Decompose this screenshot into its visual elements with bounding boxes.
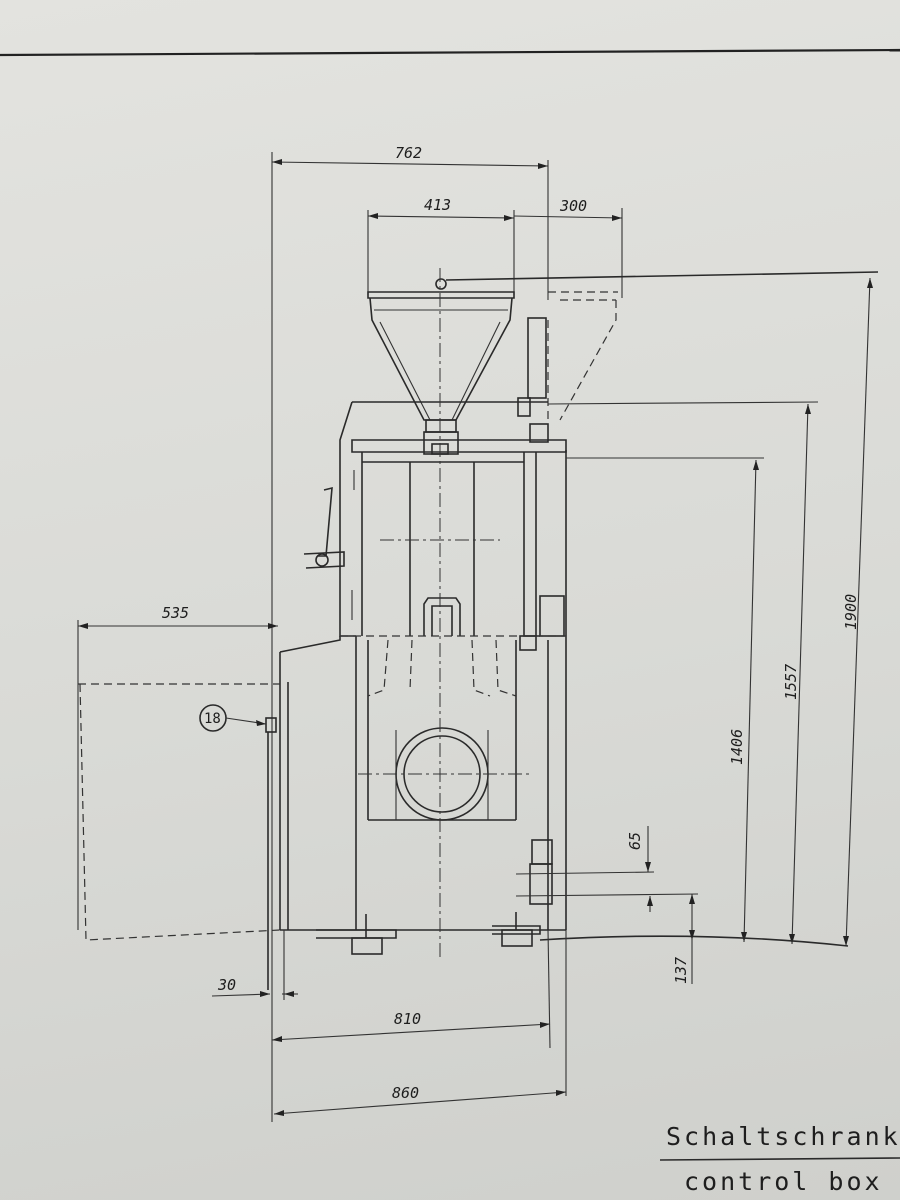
dim-300-label: 300 (559, 197, 587, 215)
dimension-137: 137 (672, 894, 695, 984)
dimension-535: 535 (77, 604, 278, 930)
dimension-1557: 1557 (547, 401, 819, 945)
side-hopper (517, 291, 618, 443)
dimension-1900: 1900 (842, 277, 873, 947)
lever-handle (303, 486, 345, 569)
dimension-413: 413 (367, 196, 515, 295)
machine-head (339, 401, 567, 651)
dim-1557-label: 1557 (782, 664, 800, 700)
dimension-300: 300 (513, 197, 623, 298)
title-german: Schaltschrank (666, 1122, 900, 1151)
dimension-762: 762 (271, 144, 549, 1122)
title-english: control box (684, 1167, 883, 1196)
dimension-30: 30 (211, 930, 298, 1000)
dim-65-label: 65 (626, 832, 644, 850)
dim-413-label: 413 (424, 196, 451, 214)
leveling-feet (316, 839, 553, 955)
dim-1900-label: 1900 (842, 594, 860, 630)
title-block-line (659, 1157, 900, 1161)
callout-18: 18 (199, 704, 267, 732)
main-hopper (367, 271, 879, 455)
frame-top-line (0, 48, 900, 57)
dimension-860: 860 (273, 930, 567, 1116)
dim-1406-label: 1406 (728, 729, 746, 765)
machine-body (279, 450, 567, 931)
floor-line (539, 935, 849, 947)
dimension-65: 65 (515, 826, 699, 912)
dim-137-label: 137 (672, 957, 690, 984)
dim-30-label: 30 (217, 976, 236, 994)
dim-762-label: 762 (395, 144, 422, 162)
dim-860-label: 860 (392, 1084, 419, 1102)
dimension-810: 810 (271, 929, 551, 1049)
dim-535-label: 535 (162, 604, 189, 622)
control-box-outline (78, 683, 281, 990)
dim-810-label: 810 (394, 1010, 421, 1028)
callout-18-label: 18 (204, 711, 221, 727)
dimension-1406: 1406 (566, 457, 764, 943)
